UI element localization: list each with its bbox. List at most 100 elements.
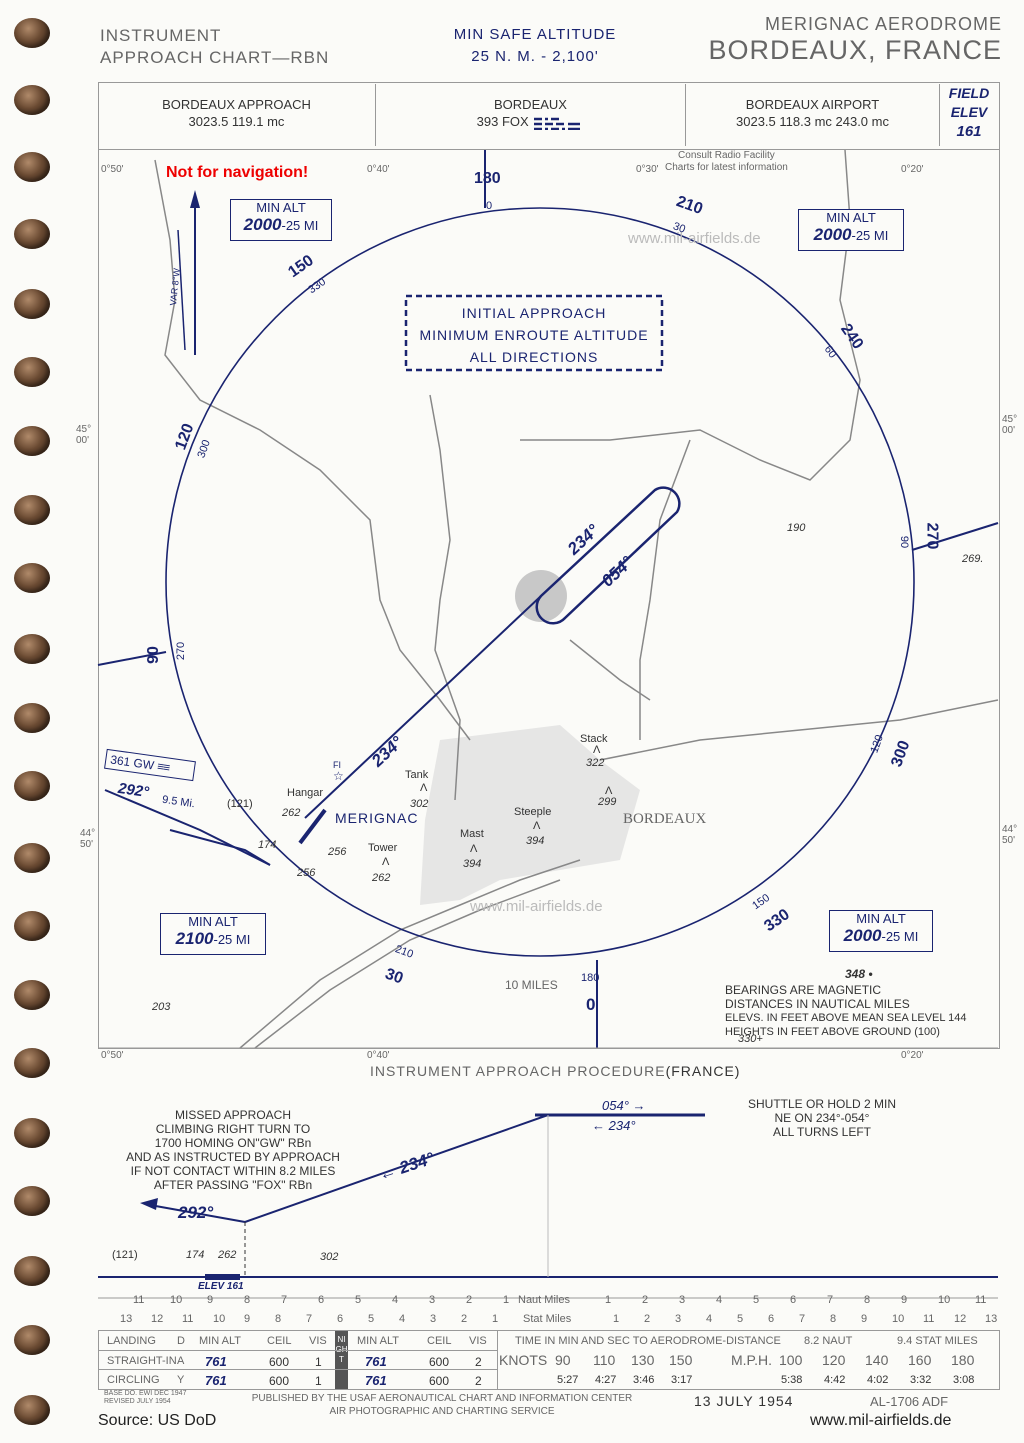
scale-tick-label: 1 (503, 1294, 510, 1306)
lat-min: 50' (80, 839, 94, 850)
field-elev-label1: FIELD (948, 85, 990, 101)
runway (298, 808, 327, 845)
minima-vis: 2 (475, 1374, 482, 1388)
profile-title: INSTRUMENT APPROACH PROCEDURE(FRANCE) (370, 1063, 740, 1079)
scale-tick-label: 3 (430, 1313, 437, 1325)
time-value: 5:27 (557, 1374, 579, 1386)
field-elevation: FIELD ELEV 161 (940, 84, 998, 141)
legend-line: BEARINGS ARE MAGNETIC (725, 983, 882, 997)
scale-tick-label: 10 (892, 1313, 905, 1325)
obstacle-icon: Λ (420, 782, 428, 794)
coord-label: 0°20' (901, 1050, 924, 1061)
profile-track-054: 054° → (602, 1098, 646, 1113)
time-value: 4:42 (824, 1374, 846, 1386)
chart-type: INSTRUMENT APPROACH CHART—RBN (100, 25, 329, 69)
scale-tick-label: 10 (938, 1294, 951, 1306)
time-value: 3:46 (633, 1374, 655, 1386)
morse-code-icon: ≡≡ (156, 759, 171, 775)
ceil-header: CEIL (427, 1335, 452, 1347)
initial-approach-box (404, 294, 664, 372)
holding-pattern (535, 486, 681, 625)
railway (239, 859, 581, 1049)
profile-track-292: 292° (178, 1203, 214, 1222)
elev-label: 322 (586, 757, 605, 769)
airport-freq: 3023.5 118.3 mc 243.0 mc (736, 114, 889, 129)
binding-ring (14, 357, 50, 387)
knots-label: KNOTS (499, 1352, 548, 1368)
min-alt-value: 2000 (813, 225, 852, 244)
time-value: 3:32 (910, 1374, 932, 1386)
elev-label: 348 • (845, 967, 873, 981)
legend-line: HEIGHTS IN FEET ABOVE GROUND (100) (725, 1026, 940, 1038)
arrow-head-icon (190, 190, 200, 208)
missed-line: 1700 HOMING ON"GW" RBn (154, 1136, 312, 1150)
aerodrome-title: MERIGNAC AERODROME BORDEAUX, FRANCE (708, 14, 1002, 65)
lat-deg: 45° (76, 424, 92, 435)
source-credit: Source: US DoD (98, 1412, 217, 1429)
scale-tick-label: 3 (679, 1294, 686, 1306)
binding-ring (14, 85, 50, 115)
frequency-box (98, 82, 1000, 150)
bearing-label: 180 (474, 170, 501, 187)
min-alt-box-sw: MIN ALT 2100-25 MI (160, 913, 266, 955)
latitude-label: 44°50' (1002, 824, 1017, 846)
revised-line: REVISED JULY 1954 (104, 1398, 171, 1405)
elev-label: 330+ (738, 1033, 763, 1045)
profile-title-text: INSTRUMENT APPROACH PROCEDURE (370, 1063, 666, 1079)
elev-label: 394 (526, 835, 545, 847)
binding-ring (14, 18, 50, 48)
east-line (911, 522, 999, 551)
min-alt-dist: -25 MI (881, 929, 919, 944)
min-alt-box-nw: MIN ALT 2000-25 MI (230, 199, 332, 241)
rbn-cell: BORDEAUX 393 FOX (376, 84, 686, 146)
profile-elev: ELEV 161 (198, 1281, 244, 1292)
descent-path (244, 1114, 549, 1223)
shuttle-text: SHUTTLE OR HOLD 2 MIN NE ON 234°-054° AL… (732, 1097, 912, 1139)
tank-label: Tank (405, 769, 429, 781)
elev-label: 256 (297, 867, 316, 879)
scale-tick-label: 7 (306, 1313, 313, 1325)
shuttle-line: SHUTTLE OR HOLD 2 MIN (747, 1097, 897, 1111)
legend-line: ELEVS. IN FEET ABOVE MEAN SEA LEVEL 144 (725, 1012, 967, 1024)
minima-row-code: Y (177, 1374, 185, 1386)
chart-date: 13 JULY 1954 (694, 1393, 794, 1409)
elev-label: 299 (598, 796, 617, 808)
elev-label: 256 (328, 846, 347, 858)
scale-tick-label: 9 (244, 1313, 251, 1325)
approach-cell: BORDEAUX APPROACH 3023.5 119.1 mc (98, 84, 376, 146)
city-area (420, 725, 640, 905)
vis-header: VIS (469, 1335, 487, 1347)
missed-approach-track (104, 789, 271, 866)
elev-label: 394 (463, 858, 482, 870)
minima-vis: 1 (315, 1355, 322, 1369)
scale-tick-label: 9 (207, 1294, 214, 1306)
rbn-freq: 393 FOX (376, 113, 685, 130)
road (599, 699, 999, 761)
ceil-header: CEIL (267, 1335, 292, 1347)
speed-value: 160 (908, 1352, 932, 1368)
profile-obstacle: 262 (218, 1249, 237, 1261)
speed-value: 100 (779, 1352, 803, 1368)
scale-tick-label: 6 (790, 1294, 797, 1306)
consult-line1: Consult Radio Facility (678, 150, 775, 161)
time-value: 4:27 (595, 1374, 617, 1386)
minima-table: LANDING D MIN ALT CEIL VIS NIGHT MIN ALT… (98, 1330, 1000, 1390)
beacon-star-icon: ☆ (333, 769, 344, 783)
stack-label: Stack (580, 733, 608, 745)
scale-tick-label: 4 (392, 1294, 399, 1306)
initial-approach-line: MINIMUM ENROUTE ALTITUDE (419, 327, 649, 343)
mph-label: M.P.H. (731, 1352, 772, 1368)
time-value: 3:08 (953, 1374, 975, 1386)
minima-vis: 1 (315, 1374, 322, 1388)
minima-alt: 761 (205, 1373, 227, 1388)
min-alt-label: MIN ALT (826, 210, 876, 225)
road (520, 149, 861, 481)
elev-label: 262 (282, 807, 301, 819)
lat-min: 50' (1002, 835, 1016, 846)
binding-ring (14, 495, 50, 525)
airport-cell: BORDEAUX AIRPORT 3023.5 118.3 mc 243.0 m… (686, 84, 940, 146)
min-alt-dist: -25 MI (851, 228, 889, 243)
merignac-label: MERIGNAC (335, 810, 419, 826)
city-name: BORDEAUX, FRANCE (708, 35, 1002, 65)
